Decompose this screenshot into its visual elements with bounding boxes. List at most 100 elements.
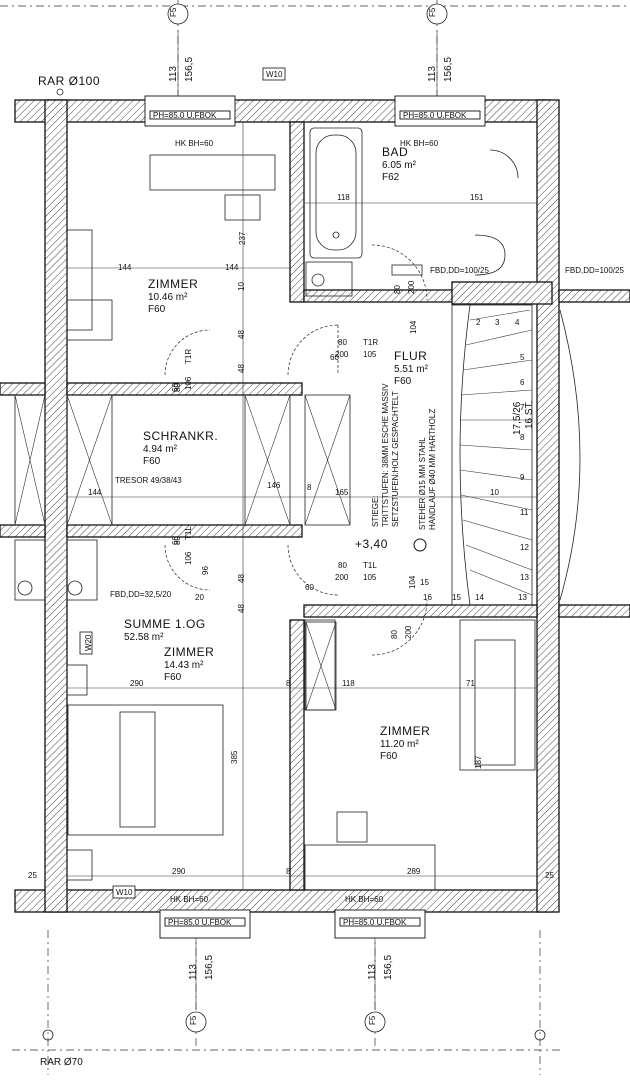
furniture — [66, 154, 536, 891]
window-dim-1: 113 — [188, 964, 199, 980]
dim-label: 290 — [130, 679, 144, 688]
window-bottom-left: PH=85.0 U.FBOK HK BH=60 F5 113 156,5 — [159, 895, 251, 1033]
window-code: F5 — [169, 7, 178, 17]
dim-label: 48 — [237, 574, 246, 583]
window-hk-label: HK BH=60 — [345, 895, 384, 904]
door-dim: 200 — [404, 625, 413, 639]
door-dim: 200 — [335, 350, 349, 359]
window-ph-label: PH=85.0 U.FBOK — [168, 918, 232, 927]
door-number: 105 — [363, 573, 377, 582]
dim-label: 144 — [118, 263, 132, 272]
dim-label: 144 — [225, 263, 239, 272]
window-dim-1: 113 — [427, 66, 438, 82]
room-floor: F60 — [394, 376, 412, 387]
window-dim-2: 156,5 — [204, 955, 215, 980]
room-floor: F62 — [382, 172, 400, 183]
dim-label: 48 — [237, 330, 246, 339]
walls — [0, 99, 630, 913]
room-zimmer-left: ZIMMER 14.43 m² F60 — [164, 645, 214, 683]
window-hk-label: HK BH=60 — [400, 139, 439, 148]
door-tag: T1R — [184, 349, 193, 364]
room-area: 11.20 m² — [380, 739, 419, 750]
window-dim-1: 113 — [367, 964, 378, 980]
door-dim: 80 — [390, 630, 399, 639]
window-ph-label: PH=85.0 U.FBOK — [153, 111, 217, 120]
stair-step: 4 — [515, 318, 520, 327]
stair-note: TRITTSTUFEN: 38MM ESCHE MASSIV — [381, 383, 390, 527]
dim-label: 20 — [195, 593, 204, 602]
room-name: ZIMMER — [380, 724, 430, 738]
room-flur: FLUR 5.51 m² F60 — [394, 349, 429, 387]
dimension-lines — [67, 30, 537, 1010]
window-code: F5 — [368, 1015, 377, 1025]
window-dim-2: 156,5 — [443, 57, 454, 82]
tresor-label: TRESOR 49/38/43 — [115, 476, 182, 485]
room-area: 5.51 m² — [394, 364, 429, 375]
window-hk-label: HK BH=60 — [175, 139, 214, 148]
stair-step: 3 — [495, 318, 500, 327]
door-tags: T1R T1L T1R 105 T1L 105 80 200 80 200 80… — [173, 280, 418, 639]
window-bottom-right: PH=85.0 U.FBOK HK BH=60 F5 113 156,5 — [334, 895, 426, 1033]
wall-tag-w10: W10 — [266, 70, 283, 79]
elevation-marker — [413, 538, 427, 552]
door-dim: 200 — [335, 573, 349, 582]
bathtub — [309, 127, 363, 259]
stair-note: SETZSTUFEN:HOLZ GESPACHTELT — [391, 391, 400, 527]
room-name: ZIMMER — [164, 645, 214, 659]
dim-label: 8 — [307, 483, 312, 492]
stair-note: STIEGE: — [371, 495, 380, 527]
stair-step: 16 — [423, 593, 432, 602]
stair-step: 9 — [520, 473, 525, 482]
rar-top-label: RAR Ø100 — [38, 74, 100, 88]
dim-label: 25 — [28, 871, 37, 880]
room-area: 10.46 m² — [148, 292, 188, 303]
wall-tags: W10 W10 W20 — [79, 67, 286, 899]
dim-label: 8 — [286, 867, 291, 876]
dim-label: 144 — [88, 488, 102, 497]
room-area: 4.94 m² — [143, 444, 178, 455]
room-bad: BAD 6.05 m² F62 — [382, 145, 417, 183]
room-name: ZIMMER — [148, 277, 198, 291]
summary-label: SUMME 1.OG — [124, 617, 206, 631]
window-ph-label: PH=85.0 U.FBOK — [403, 111, 467, 120]
stair-step: 15 — [452, 593, 461, 602]
elevation-label: +3,40 — [355, 537, 388, 551]
stair-step: 11 — [520, 508, 529, 517]
window-hk-label: HK BH=60 — [170, 895, 209, 904]
dim-label: 15 — [420, 578, 429, 587]
rar-bottom-marker — [42, 1029, 54, 1041]
dim-label: 10 — [237, 282, 246, 291]
room-schrank: SCHRANKR. 4.94 m² F60 — [143, 429, 218, 467]
stair-step: 13 — [518, 593, 527, 602]
dim-label: 151 — [470, 193, 484, 202]
stair-notes: STIEGE: TRITTSTUFEN: 38MM ESCHE MASSIV S… — [371, 383, 400, 527]
fbd-right-label: FBD,DD=100/25 — [565, 266, 624, 275]
room-floor: F60 — [164, 672, 182, 683]
dim-label: 60 — [171, 383, 180, 392]
dim-label: 165 — [335, 488, 349, 497]
stair-step: 6 — [520, 378, 525, 387]
dim-label: 118 — [337, 193, 350, 202]
door-number: 106 — [184, 376, 193, 390]
dim-label: 60 — [330, 353, 339, 362]
stair-count: 16 ST. — [524, 401, 535, 429]
room-area: 14.43 m² — [164, 660, 204, 671]
wall-tag-w20: W20 — [84, 634, 93, 651]
dim-label: 187 — [474, 755, 483, 769]
room-area: 6.05 m² — [382, 160, 417, 171]
dim-label: 8 — [286, 679, 291, 688]
dim-label: 25 — [545, 871, 554, 880]
door-number: 104 — [409, 320, 418, 334]
summary-area: 52.58 m² — [124, 632, 164, 643]
room-floor: F60 — [148, 304, 166, 315]
dim-label: 71 — [466, 679, 475, 688]
stair-steher: STEHER Ø15 MM STAHL HANDLAUF Ø40 MM HART… — [418, 409, 437, 530]
stair-step: 5 — [520, 353, 525, 362]
room-summary: SUMME 1.OG 52.58 m² — [124, 617, 206, 643]
rar-top-marker — [56, 88, 64, 96]
door-dim: 80 — [338, 338, 347, 347]
rar-bottom-label: RAR Ø70 — [40, 1057, 83, 1068]
wardrobes — [14, 394, 351, 711]
stair-note: HANDLAUF Ø40 MM HARTHOLZ — [428, 409, 437, 530]
